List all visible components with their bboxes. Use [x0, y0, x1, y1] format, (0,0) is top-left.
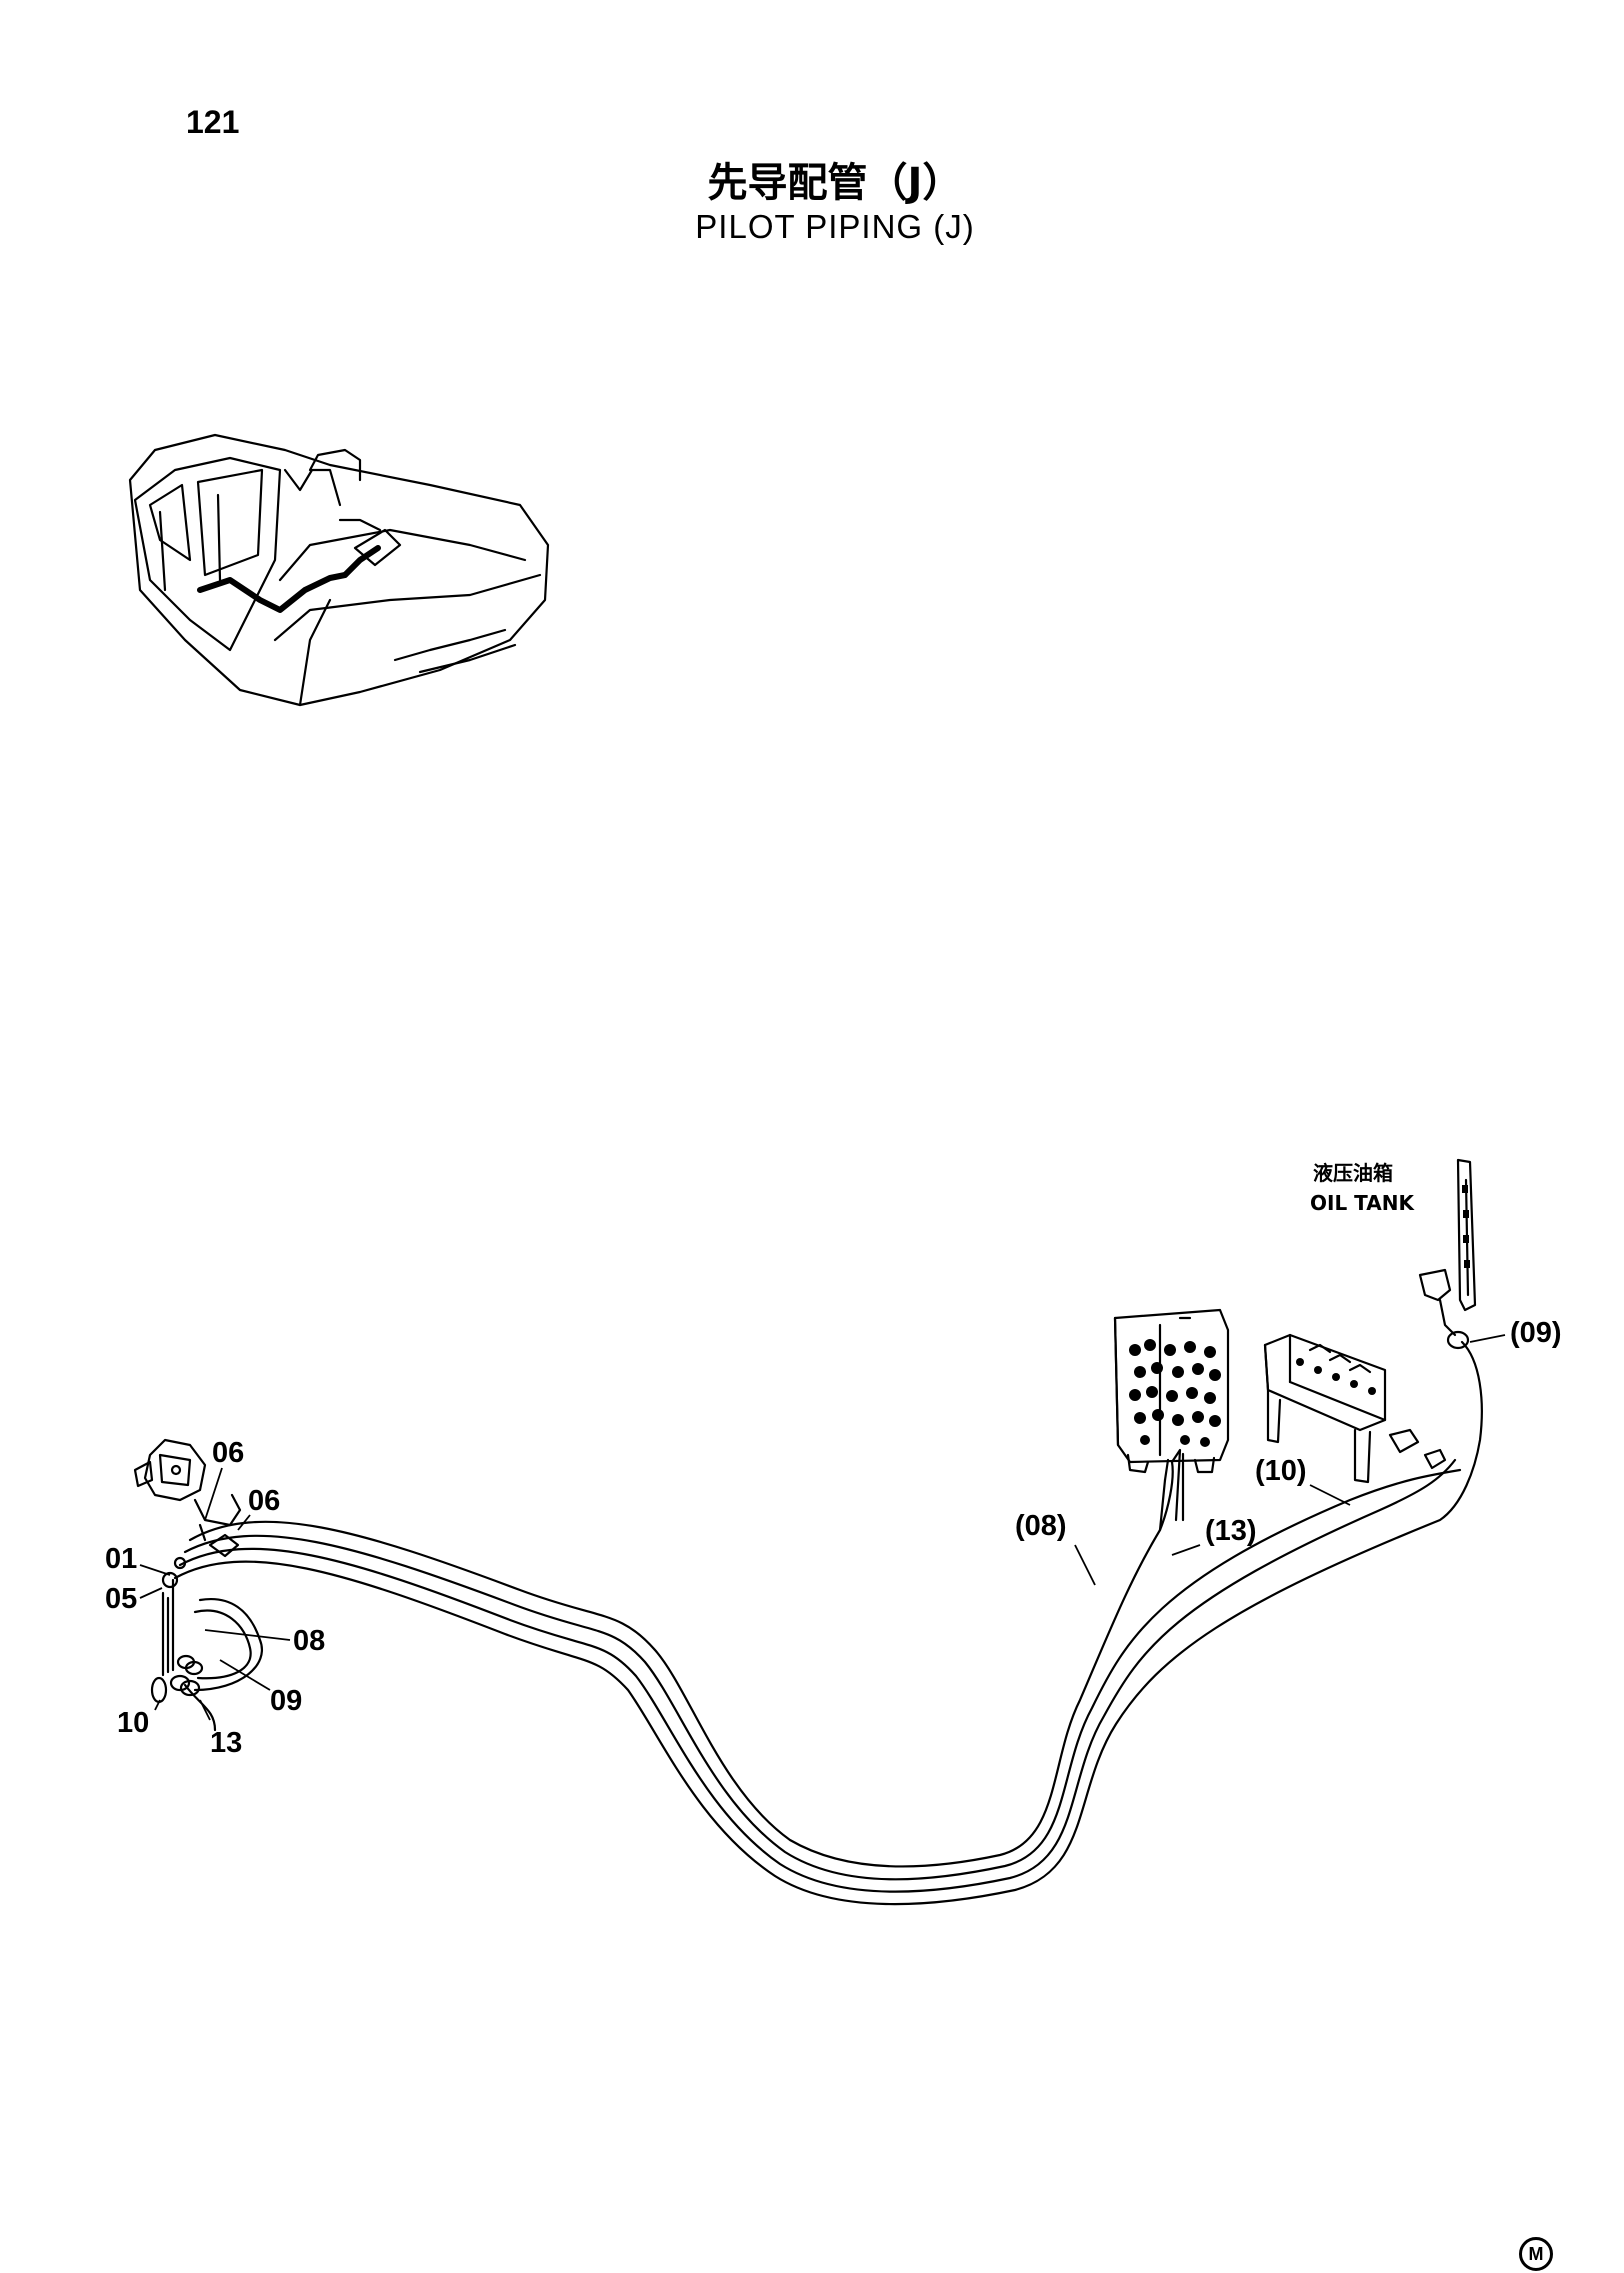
callout-13-remote: (13) [1205, 1515, 1257, 1547]
hose-bundle [173, 1340, 1483, 1906]
oil-tank-panel [1418, 1158, 1477, 1350]
bracket-block [1263, 1333, 1447, 1484]
callout-09-remote: (09) [1510, 1317, 1562, 1349]
callout-10: 10 [117, 1707, 149, 1739]
callout-09: 09 [270, 1685, 302, 1717]
page-number: 121 [186, 104, 240, 140]
callout-01: 01 [105, 1543, 137, 1575]
callout-13: 13 [210, 1727, 242, 1759]
corner-mark: M [1519, 2237, 1553, 2271]
callout-05: 05 [105, 1583, 137, 1615]
excavator-overview-illustration [128, 433, 550, 707]
oil-tank-label-english: OIL TANK [1310, 1191, 1415, 1215]
control-valve-block [1113, 1308, 1230, 1474]
callout-06-lower: 06 [248, 1485, 280, 1517]
title-english: PILOT PIPING (J) [695, 208, 975, 245]
title-chinese: 先导配管（J） [707, 160, 963, 206]
leader-lines [139, 1334, 1506, 1721]
callout-08: 08 [293, 1625, 325, 1657]
oil-tank-label-chinese: 液压油箱 [1313, 1161, 1393, 1185]
callout-08-remote: (08) [1015, 1510, 1067, 1542]
callout-06-upper: 06 [212, 1437, 244, 1469]
callout-10-remote: (10) [1255, 1455, 1307, 1487]
